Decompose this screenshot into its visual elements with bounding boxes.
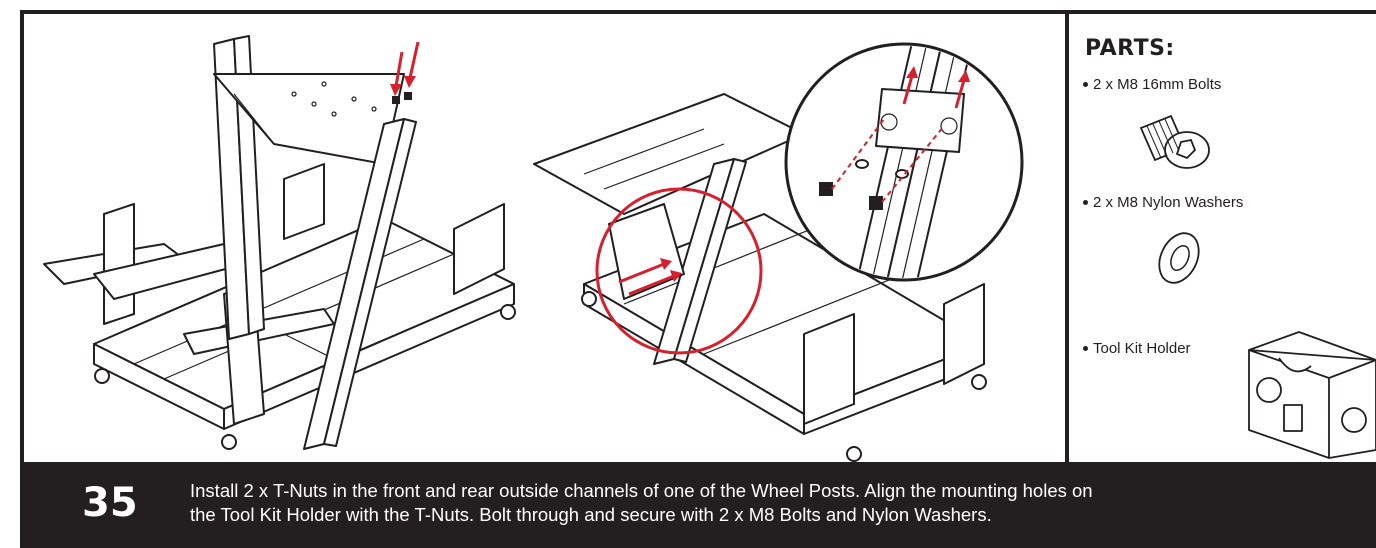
- tool-kit-holder-icon: [1248, 331, 1376, 459]
- mount-arrows: [618, 258, 682, 296]
- step-text-line-1: Install 2 x T-Nuts in the front and rear…: [190, 480, 1093, 501]
- washer-icon: [1158, 232, 1200, 284]
- assembly-illustration: [43, 35, 1024, 462]
- parts-panel: PARTS: 2 x M8 16mm Bolts 2 x M8 Nylon Wa…: [1069, 14, 1376, 466]
- bullet-icon: [1083, 81, 1088, 87]
- part-item-holder: Tool Kit Holder: [1083, 340, 1191, 357]
- rig-left-drawing: [43, 35, 516, 450]
- part-label-holder: Tool Kit Holder: [1093, 340, 1191, 357]
- step-number: 35: [82, 480, 138, 526]
- part-item-washers: 2 x M8 Nylon Washers: [1083, 194, 1243, 211]
- step-instructions: Install 2 x T-Nuts in the front and rear…: [190, 466, 1376, 548]
- step-text-line-2: the Tool Kit Holder with the T-Nuts. Bol…: [190, 504, 992, 525]
- bullet-icon: [1083, 199, 1088, 205]
- part-item-bolts: 2 x M8 16mm Bolts: [1083, 76, 1221, 93]
- step-bar: 35 Install 2 x T-Nuts in the front and r…: [20, 466, 1376, 548]
- bolt-icon: [1139, 114, 1210, 169]
- part-label-bolts: 2 x M8 16mm Bolts: [1093, 76, 1222, 93]
- detail-zoom-view: [784, 42, 1024, 282]
- tnut-insert-arrows: [390, 41, 420, 104]
- highlight-circle: [595, 187, 763, 355]
- part-label-washers: 2 x M8 Nylon Washers: [1093, 194, 1244, 211]
- parts-title: PARTS:: [1085, 36, 1175, 61]
- panel-divider: [1065, 10, 1069, 466]
- bullet-icon: [1083, 345, 1088, 351]
- rig-right-drawing: [533, 93, 987, 462]
